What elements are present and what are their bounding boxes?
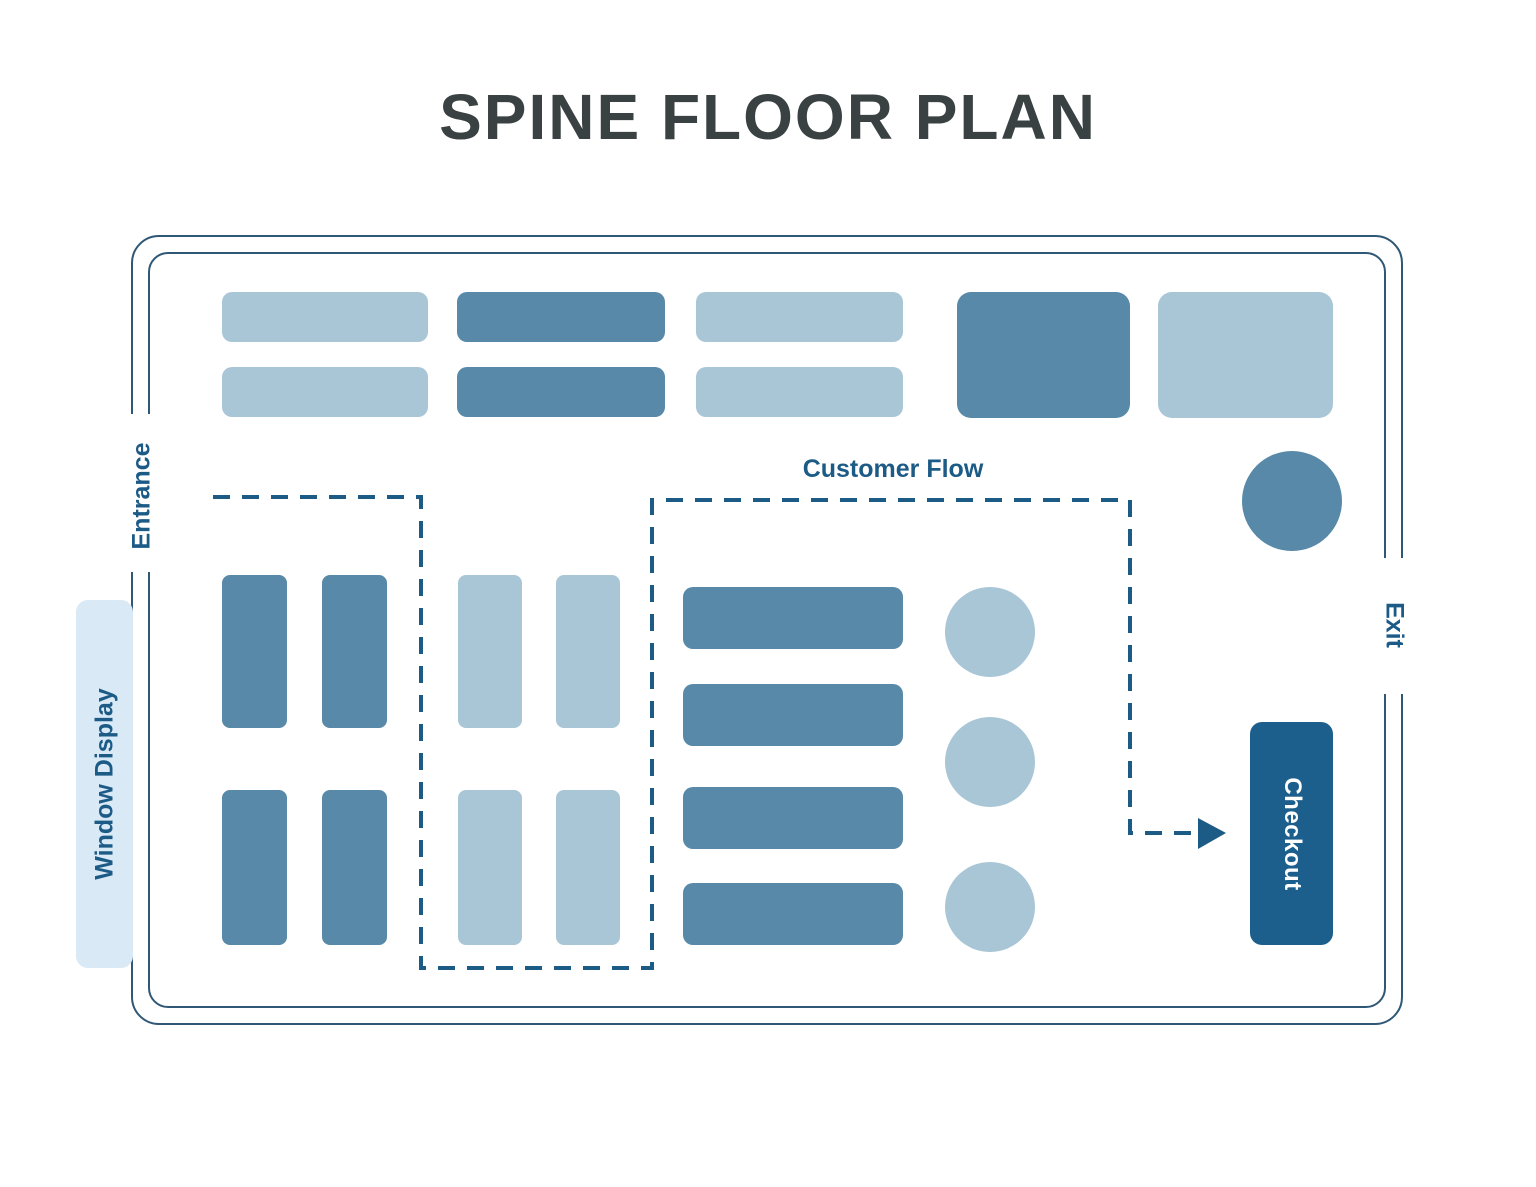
center-shelf bbox=[683, 883, 903, 945]
display-rack bbox=[556, 790, 620, 945]
wall-shelf-bar bbox=[696, 292, 903, 342]
wall-shelf-bar bbox=[457, 367, 665, 417]
entrance-wall-opening bbox=[118, 414, 178, 572]
center-shelf bbox=[683, 587, 903, 649]
display-table bbox=[957, 292, 1130, 418]
display-rack bbox=[322, 790, 387, 945]
display-table bbox=[1158, 292, 1333, 418]
round-display-table bbox=[1242, 451, 1342, 551]
window-display-label: Window Display bbox=[90, 688, 118, 880]
customer-flow-label: Customer Flow bbox=[802, 455, 984, 483]
wall-shelf-bar bbox=[457, 292, 665, 342]
center-shelf bbox=[683, 684, 903, 746]
display-rack bbox=[556, 575, 620, 728]
window-display-area: Window Display bbox=[76, 600, 133, 968]
display-rack bbox=[458, 790, 522, 945]
round-rack bbox=[945, 862, 1035, 952]
wall-shelf-bar bbox=[222, 292, 428, 342]
exit-wall-opening bbox=[1372, 558, 1418, 694]
entrance-label: Entrance bbox=[127, 442, 156, 550]
round-rack bbox=[945, 717, 1035, 807]
wall-shelf-bar bbox=[696, 367, 903, 417]
center-shelf bbox=[683, 787, 903, 849]
wall-shelf-bar bbox=[222, 367, 428, 417]
round-rack bbox=[945, 587, 1035, 677]
checkout-label: Checkout bbox=[1278, 776, 1306, 891]
checkout-counter: Checkout bbox=[1250, 722, 1333, 945]
exit-label: Exit bbox=[1380, 602, 1409, 648]
display-rack bbox=[458, 575, 522, 728]
display-rack bbox=[322, 575, 387, 728]
display-rack bbox=[222, 575, 287, 728]
page-title: SPINE FLOOR PLAN bbox=[439, 81, 1097, 153]
display-rack bbox=[222, 790, 287, 945]
